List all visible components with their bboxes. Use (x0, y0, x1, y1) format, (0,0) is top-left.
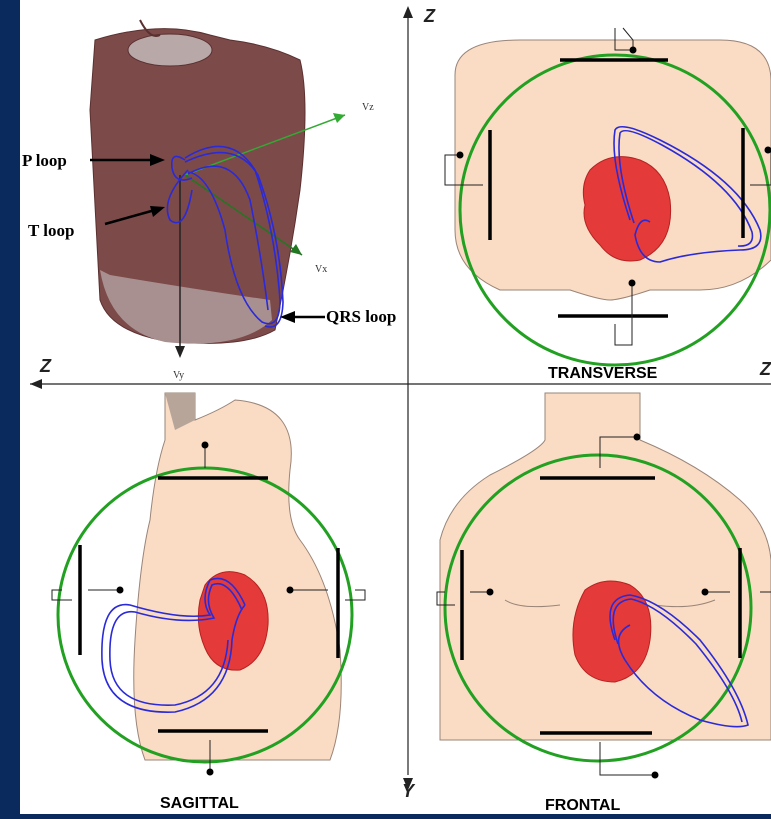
p-loop-label: P loop (22, 151, 67, 170)
vz-label: Vz (362, 102, 374, 113)
axis-z-right: Z (759, 359, 771, 379)
transverse-label: TRANSVERSE (548, 365, 658, 382)
qrs-loop-label: QRS loop (326, 307, 396, 326)
axis-y-bottom: Y (402, 781, 416, 801)
vx-label: Vx (315, 264, 327, 275)
torso-3d-model (90, 20, 305, 344)
axis-z-top: Z (423, 6, 436, 26)
t-loop-label: T loop (28, 221, 74, 240)
figure-frame (0, 0, 20, 814)
vy-label: Vy (173, 370, 184, 381)
sagittal-label: SAGITTAL (160, 795, 239, 812)
axis-z-left: Z (39, 356, 52, 376)
frontal-label: FRONTAL (545, 797, 620, 814)
